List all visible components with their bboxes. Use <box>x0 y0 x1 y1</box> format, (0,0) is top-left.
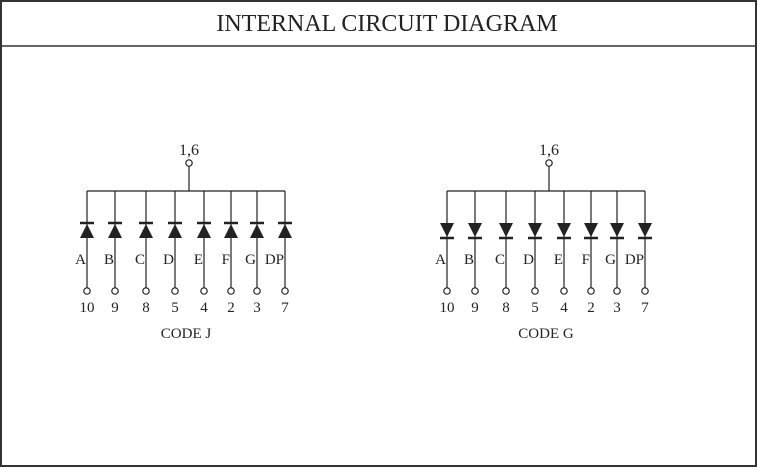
pin-terminal <box>531 287 539 295</box>
pin-number: 5 <box>531 300 539 316</box>
diode-triangle-icon <box>584 223 598 237</box>
diode-triangle-icon <box>557 223 571 237</box>
diode-triangle-icon <box>528 223 542 237</box>
segment-label: E <box>194 252 203 268</box>
pin-terminal <box>471 287 479 295</box>
pin-terminal <box>142 287 150 295</box>
pin-number: 2 <box>227 300 235 316</box>
pin-number: 4 <box>560 300 568 316</box>
diode-triangle-icon <box>224 224 238 238</box>
pin-number: 10 <box>80 300 95 316</box>
common-pin-label: 1,6 <box>179 142 199 159</box>
segment-label: B <box>104 252 114 268</box>
segment-label: F <box>222 252 230 268</box>
pin-terminal <box>560 287 568 295</box>
pin-terminal <box>171 287 179 295</box>
segment-label: A <box>75 252 86 268</box>
pin-number: 3 <box>613 300 621 316</box>
pin-number: 10 <box>440 300 455 316</box>
pin-terminal <box>613 287 621 295</box>
code-label: CODE J <box>161 326 212 342</box>
segment-label: DP <box>265 252 284 268</box>
pin-terminal <box>281 287 289 295</box>
segment-label: D <box>523 252 534 268</box>
page-title: INTERNAL CIRCUIT DIAGRAM <box>216 11 557 37</box>
diode-triangle-icon <box>638 223 652 237</box>
diode-triangle-icon <box>139 224 153 238</box>
segment-label: C <box>135 252 145 268</box>
segment-label: F <box>582 252 590 268</box>
pin-terminal <box>111 287 119 295</box>
pin-number: 9 <box>471 300 479 316</box>
segment-label: G <box>245 252 256 268</box>
pin-terminal <box>253 287 261 295</box>
pin-number: 8 <box>142 300 150 316</box>
diode-triangle-icon <box>80 224 94 238</box>
pin-number: 8 <box>502 300 510 316</box>
segment-label: D <box>163 252 174 268</box>
code-label: CODE G <box>518 326 574 342</box>
diode-triangle-icon <box>108 224 122 238</box>
pin-number: 7 <box>281 300 289 316</box>
common-pin-terminal <box>545 159 553 167</box>
pin-number: 7 <box>641 300 649 316</box>
pin-number: 2 <box>587 300 595 316</box>
pin-number: 5 <box>171 300 179 316</box>
diode-triangle-icon <box>440 223 454 237</box>
segment-label: B <box>464 252 474 268</box>
segment-label: DP <box>625 252 644 268</box>
pin-terminal <box>227 287 235 295</box>
segment-label: C <box>495 252 505 268</box>
diode-triangle-icon <box>168 224 182 238</box>
pin-terminal <box>502 287 510 295</box>
segment-label: A <box>435 252 446 268</box>
diode-triangle-icon <box>610 223 624 237</box>
diode-triangle-icon <box>468 223 482 237</box>
common-pin-terminal <box>185 159 193 167</box>
pin-number: 9 <box>111 300 119 316</box>
diode-triangle-icon <box>278 224 292 238</box>
pin-terminal <box>200 287 208 295</box>
segment-label: G <box>605 252 616 268</box>
pin-terminal <box>443 287 451 295</box>
pin-terminal <box>83 287 91 295</box>
pin-terminal <box>587 287 595 295</box>
diode-triangle-icon <box>250 224 264 238</box>
segment-label: E <box>554 252 563 268</box>
pin-terminal <box>641 287 649 295</box>
diode-triangle-icon <box>197 224 211 238</box>
common-pin-label: 1,6 <box>539 142 559 159</box>
pin-number: 4 <box>200 300 208 316</box>
pin-number: 3 <box>253 300 261 316</box>
diode-triangle-icon <box>499 223 513 237</box>
